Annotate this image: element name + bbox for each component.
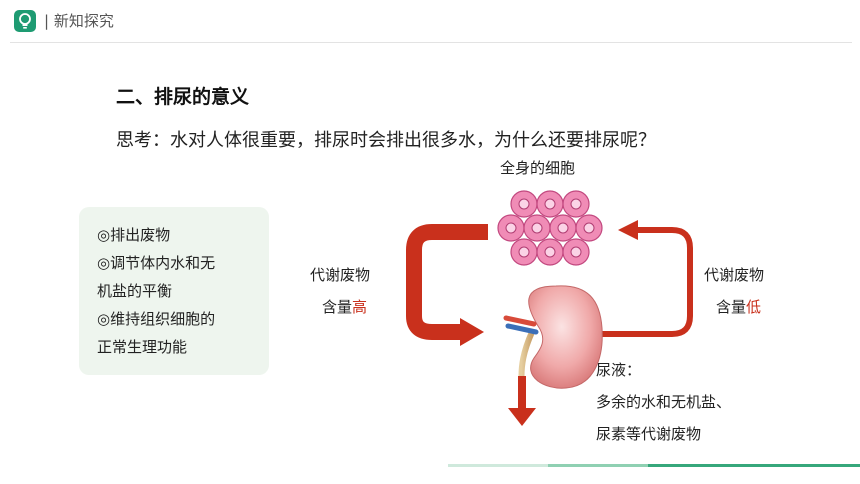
footer-line-light: [448, 464, 548, 467]
left-arrow-head: [460, 318, 484, 346]
low-value: 低: [746, 298, 762, 316]
left-content-label: 含量高: [322, 296, 367, 317]
left-content-prefix: 含量: [322, 298, 353, 316]
header-divider: [10, 42, 852, 43]
cell-nucleus: [557, 222, 569, 234]
cell-nucleus: [570, 246, 582, 258]
right-flow-arrow: [596, 220, 693, 337]
cell-nucleus: [518, 198, 530, 210]
left-arrow-shaft: [406, 224, 488, 340]
page-title: 二、排尿的意义: [116, 86, 250, 108]
function-item: ◎调节体内水和无: [97, 254, 216, 272]
question-text: 思考：水对人体很重要，排尿时会排出很多水，为什么还要排尿呢？: [116, 130, 656, 151]
cell-nucleus: [583, 222, 595, 234]
right-waste-label: 代谢废物: [704, 266, 765, 284]
cell-nucleus: [544, 246, 556, 258]
function-item: 机盐的平衡: [97, 282, 173, 300]
left-waste-label: 代谢废物: [310, 266, 371, 284]
kidney: [528, 285, 603, 389]
right-arrow-shaft: [596, 227, 693, 337]
left-flow-arrow: [406, 224, 488, 346]
header: | 新知探究: [0, 0, 860, 44]
lightbulb-icon: [19, 13, 31, 29]
functions-box: ◎排出废物 ◎调节体内水和无 机盐的平衡 ◎维持组织细胞的 正常生理功能: [79, 207, 269, 375]
urine-title: 尿液：: [596, 361, 642, 379]
kidney-illustration: [503, 285, 603, 389]
urine-arrow-shaft: [518, 376, 526, 410]
footer-line-mid: [548, 464, 648, 467]
function-item: ◎维持组织细胞的: [97, 310, 216, 328]
cell-nucleus: [505, 222, 517, 234]
urine-line-1: 多余的水和无机盐、: [596, 393, 732, 411]
function-item: 正常生理功能: [97, 338, 188, 356]
cells-label: 全身的细胞: [500, 159, 576, 177]
logo: [14, 10, 36, 32]
function-item: ◎排出废物: [97, 226, 171, 244]
urine-arrow-head: [508, 408, 536, 426]
cells-cluster: [497, 190, 603, 266]
right-content-label: 含量低: [716, 296, 761, 317]
cell-nucleus: [531, 222, 543, 234]
right-arrow-head: [618, 220, 638, 240]
cell-nucleus: [570, 198, 582, 210]
urine-arrow: [508, 376, 536, 426]
footer-line-dark: [648, 464, 860, 467]
renal-vein: [505, 323, 539, 335]
cell-nucleus: [544, 198, 556, 210]
high-value: 高: [352, 298, 368, 316]
section-label: | 新知探究: [44, 12, 114, 30]
cell-nucleus: [518, 246, 530, 258]
renal-artery: [503, 315, 537, 327]
urine-line-2: 尿素等代谢废物: [596, 425, 702, 443]
right-content-prefix: 含量: [716, 298, 747, 316]
